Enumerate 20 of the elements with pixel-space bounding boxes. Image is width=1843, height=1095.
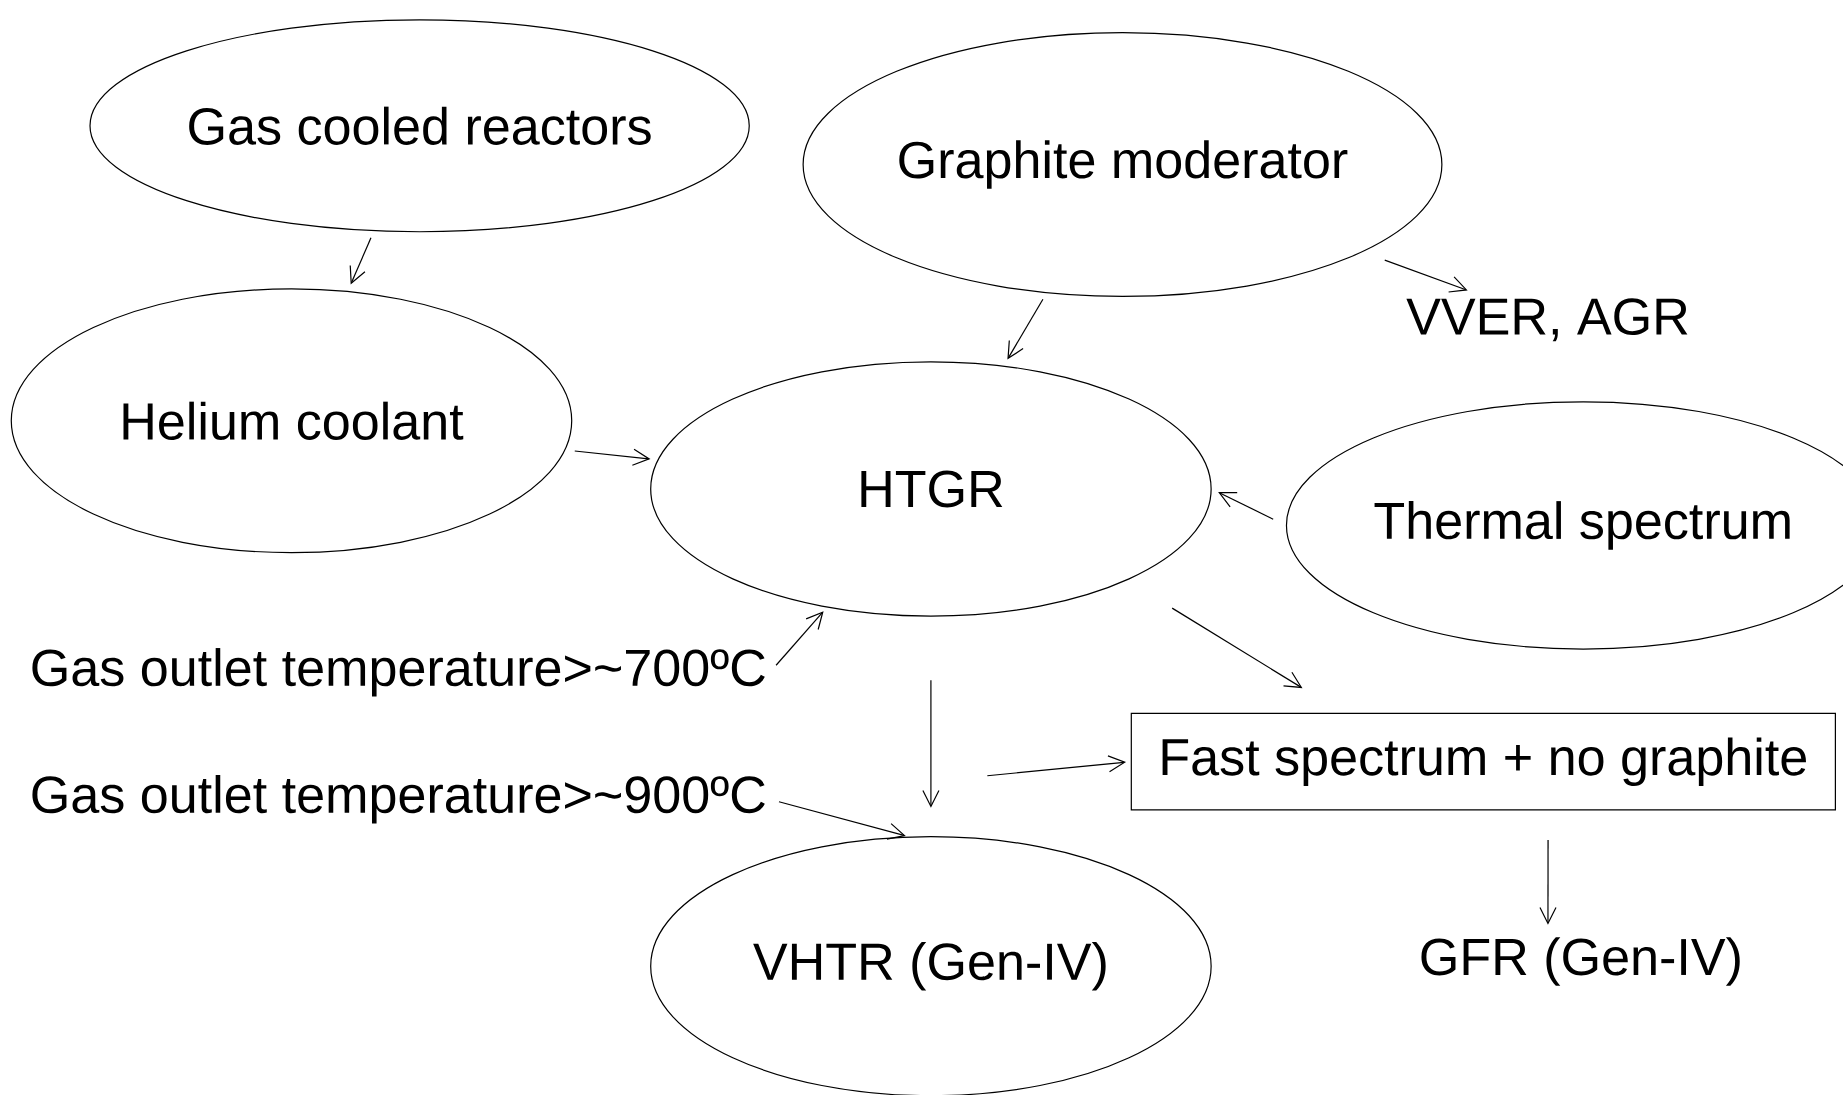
arrow bbox=[922, 679, 940, 808]
arrow bbox=[1384, 259, 1468, 293]
arrow bbox=[986, 755, 1126, 777]
arrow bbox=[778, 800, 906, 840]
node-label: Gas outlet temperature>~900ºC bbox=[32, 774, 765, 824]
node-label: VVER, AGR bbox=[1406, 297, 1688, 341]
arrow bbox=[775, 610, 824, 666]
arrow bbox=[1171, 607, 1303, 688]
process-box: Fast spectrum + no graphite bbox=[1130, 712, 1836, 811]
arrow bbox=[1218, 491, 1274, 520]
ellipse-node: Helium coolant bbox=[10, 288, 573, 554]
node-label: GFR (Gen-IV) bbox=[1421, 937, 1740, 986]
arrow bbox=[1007, 298, 1044, 360]
ellipse-node: Gas cooled reactors bbox=[89, 18, 750, 233]
arrow bbox=[1539, 839, 1557, 925]
arrow bbox=[349, 236, 372, 285]
node-label: Gas outlet temperature>~700ºC bbox=[32, 647, 765, 697]
ellipse-node: Graphite moderator bbox=[802, 31, 1443, 297]
arrow bbox=[574, 448, 651, 466]
ellipse-node: HTGR bbox=[650, 361, 1212, 617]
